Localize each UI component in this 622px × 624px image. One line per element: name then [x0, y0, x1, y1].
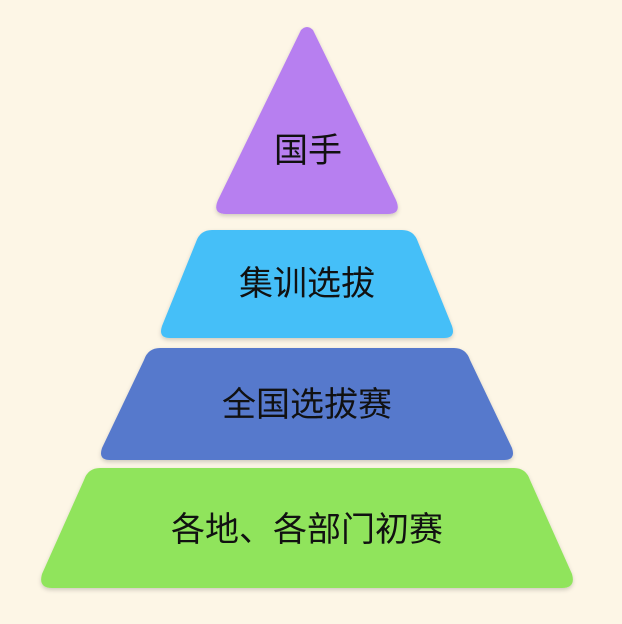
tier-shape-national-selection-contest	[101, 348, 513, 460]
tier-shape-local-preliminaries	[41, 468, 573, 588]
tier-label-national-selection-contest: 全国选拔赛	[222, 385, 392, 425]
tier-shape-national-player	[216, 27, 398, 214]
tier-label-national-player: 国手	[274, 131, 342, 171]
tier-label-training-selection: 集训选拔	[239, 264, 375, 304]
tier-label-local-preliminaries: 各地、各部门初赛	[171, 510, 443, 550]
tier-shape-training-selection	[161, 230, 453, 338]
